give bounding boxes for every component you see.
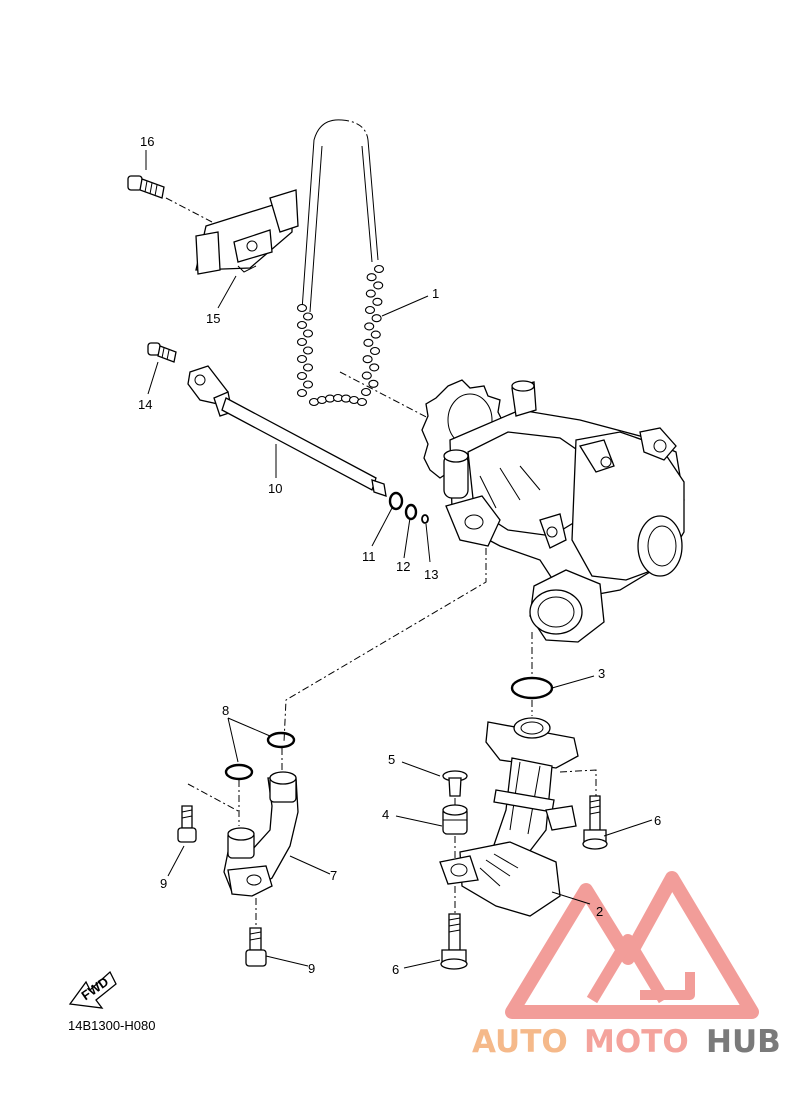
- chain-link: [366, 273, 377, 282]
- dash-7-left-bracket: [187, 783, 241, 813]
- part-5-screw: [442, 770, 468, 797]
- chain-link: [371, 314, 382, 323]
- chain-link: [302, 346, 314, 355]
- chain-link: [365, 289, 376, 298]
- chain-link: [361, 371, 372, 380]
- chain-link: [369, 346, 381, 356]
- part-3-o-ring: [510, 676, 554, 700]
- callout-6-upper: 6: [654, 813, 661, 828]
- chain-link: [296, 371, 308, 381]
- callout-4: 4: [382, 807, 389, 822]
- callout-9-upper: 9: [160, 876, 167, 891]
- chain-link: [369, 363, 380, 372]
- fwd-arrow-icon: FWD: [68, 970, 117, 1009]
- part-6-bolt-lower: [440, 913, 468, 970]
- chain-link: [360, 387, 372, 397]
- part-9-bolt-upper: [177, 805, 197, 843]
- oil-pump-assembly: [421, 379, 685, 643]
- diagram-code: 14B1300-H080: [68, 1018, 155, 1033]
- chain-link: [364, 305, 376, 315]
- callout-5: 5: [388, 752, 395, 767]
- dash-chain-to-sprocket: [339, 371, 433, 421]
- part-13-o-ring: [421, 514, 429, 524]
- callout-1: 1: [432, 286, 439, 301]
- chain-link: [302, 363, 314, 372]
- chain-link: [302, 380, 314, 389]
- part-11-o-ring: [388, 491, 404, 511]
- part-12-o-ring: [404, 503, 418, 521]
- chain-link: [370, 330, 381, 339]
- watermark-logo: [505, 871, 759, 1019]
- part-14-bolt: [147, 342, 177, 363]
- watermark-word-moto: MOTO: [584, 1024, 689, 1060]
- callout-7: 7: [330, 868, 337, 883]
- chain-link: [302, 312, 314, 321]
- part-1-chain: [296, 119, 385, 407]
- callout-labels: 16 15 1 14 10 11 12 13 3 8 5 4 6 2 7 9 9…: [138, 134, 661, 977]
- chain-link: [302, 329, 314, 338]
- part-6-bolt-upper: [582, 795, 608, 850]
- part-15-bracket: [195, 189, 299, 275]
- chain-link: [373, 264, 385, 274]
- callout-6-lower: 6: [392, 962, 399, 977]
- chain-link: [368, 379, 379, 388]
- part-9-bolt-lower: [245, 927, 267, 967]
- chain-link: [372, 297, 383, 306]
- leader-lines: [145, 150, 653, 969]
- chain-link: [296, 354, 308, 364]
- callout-11: 11: [362, 549, 376, 564]
- part-16-bolt: [127, 175, 165, 199]
- callout-9-lower: 9: [308, 961, 315, 976]
- part-4-damper: [442, 804, 468, 835]
- chain-link: [356, 397, 368, 407]
- dash-pump-to-strainer: [283, 548, 487, 743]
- part-8-o-ring-lower: [224, 763, 254, 781]
- watermark-word-auto: AUTO: [472, 1024, 568, 1060]
- callout-12: 12: [396, 559, 410, 574]
- callout-2: 2: [596, 904, 603, 919]
- watermark-text: AUTO MOTO HUB: [472, 1024, 781, 1060]
- part-2-oil-strainer: [439, 717, 579, 917]
- dash-16-to-15: [165, 197, 213, 223]
- dash-2-to-6: [559, 769, 597, 798]
- part-7-oil-pipe: [223, 771, 299, 897]
- callout-14: 14: [138, 397, 152, 412]
- callout-13: 13: [424, 567, 438, 582]
- callout-16: 16: [140, 134, 154, 149]
- chain-link: [363, 338, 374, 347]
- chain-link: [296, 337, 308, 347]
- chain-link: [364, 322, 375, 331]
- chain-link: [373, 281, 384, 290]
- callout-15: 15: [206, 311, 220, 326]
- chain-link: [296, 320, 308, 330]
- callout-8: 8: [222, 703, 229, 718]
- callout-3: 3: [598, 666, 605, 681]
- watermark-word-hub: HUB: [706, 1024, 781, 1060]
- callout-10: 10: [268, 481, 282, 496]
- part-10-pipe: [187, 365, 387, 497]
- part-8-o-ring-upper: [266, 731, 296, 749]
- chain-link: [362, 355, 373, 364]
- chain-link: [296, 388, 308, 398]
- chain-link: [296, 303, 308, 313]
